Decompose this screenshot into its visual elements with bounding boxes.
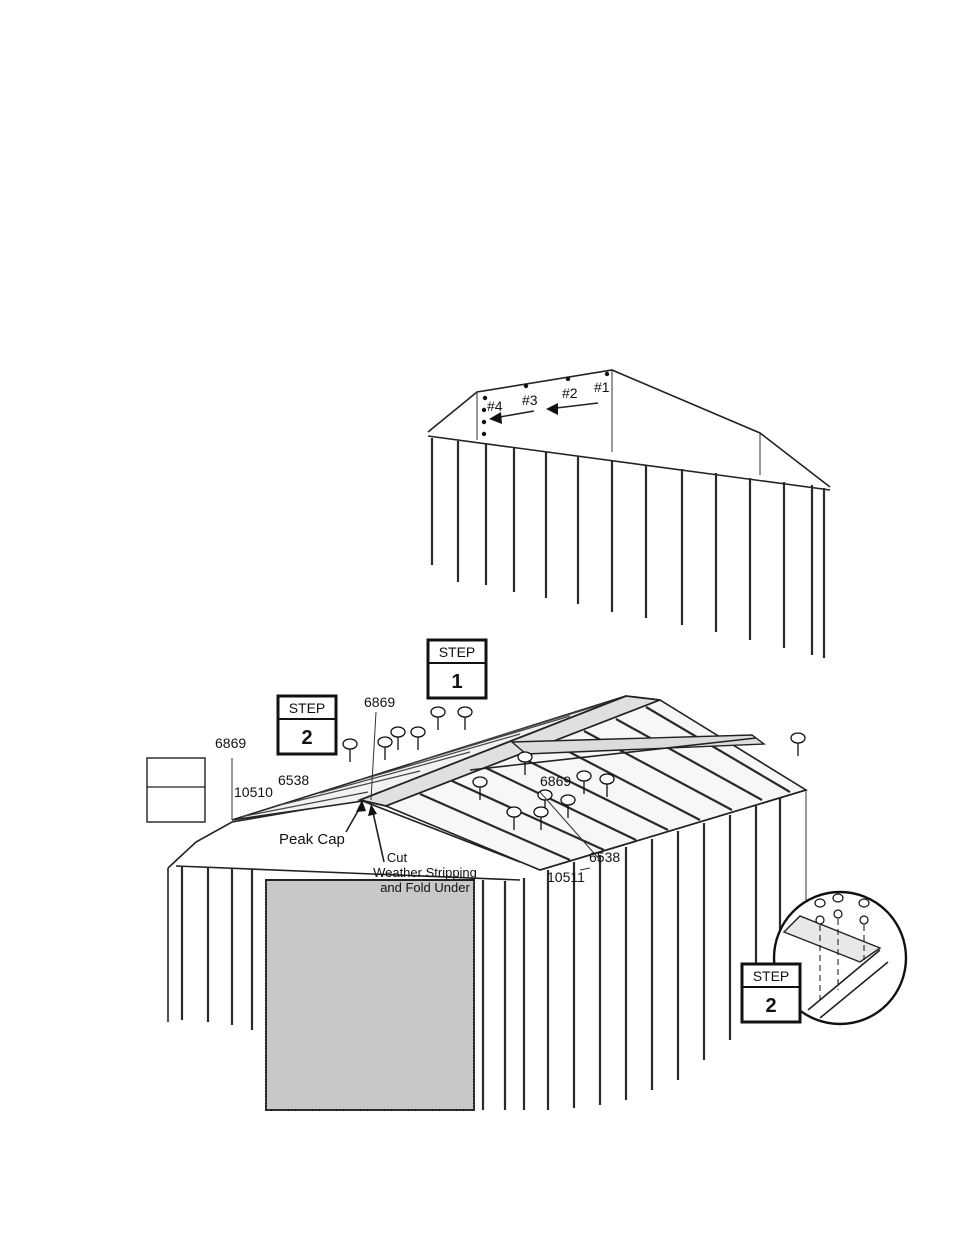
label-1: #1 <box>594 379 610 395</box>
sliding-door <box>266 880 474 1110</box>
part-label-10511: 10511 <box>547 869 585 885</box>
step-2-left-word: STEP <box>289 700 326 716</box>
gable-roof-outline <box>428 370 830 487</box>
cut-callout-line3: and Fold Under <box>380 880 470 895</box>
part-label-6869-left: 6869 <box>215 735 246 751</box>
gable-wall-ribs <box>432 438 824 658</box>
screw-icon <box>458 707 472 730</box>
peak-cap-callout: Peak Cap <box>279 831 345 848</box>
shed-drawing <box>168 696 806 1110</box>
screw-icon <box>431 707 445 730</box>
roof-right-slope <box>386 700 806 870</box>
label-4: #4 <box>487 398 503 414</box>
step-2-badge-left: STEP 2 <box>278 696 336 754</box>
step-2-detail-word: STEP <box>753 968 790 984</box>
step-1-word: STEP <box>439 644 476 660</box>
part-label-6538-left: 6538 <box>278 772 309 788</box>
label-2: #2 <box>562 385 578 401</box>
step-1-number: 1 <box>451 671 462 693</box>
part-label-6538-right: 6538 <box>589 849 620 865</box>
sequence-arrows <box>489 403 598 424</box>
gable-eave-line <box>428 436 830 490</box>
note-box <box>147 758 205 822</box>
gable-inset: #1 #2 #3 #4 <box>428 370 830 658</box>
step-2-detail-number: 2 <box>765 995 776 1017</box>
screw-icon <box>378 737 392 760</box>
screw-icon <box>343 739 357 762</box>
screw-icon <box>411 727 425 750</box>
label-3: #3 <box>522 392 538 408</box>
cut-callout-line1: Cut <box>387 850 408 865</box>
cut-callout-line2: Weather Stripping <box>373 865 477 880</box>
part-label-10510: 10510 <box>234 784 273 800</box>
part-label-6869-right: 6869 <box>540 773 571 789</box>
part-label-6869-peak: 6869 <box>364 694 395 710</box>
step-1-badge: STEP 1 <box>428 640 486 698</box>
screw-icon <box>791 733 805 756</box>
step-2-left-number: 2 <box>301 727 312 749</box>
screw-icon <box>391 727 405 750</box>
step-2-badge-detail: STEP 2 <box>742 964 800 1022</box>
